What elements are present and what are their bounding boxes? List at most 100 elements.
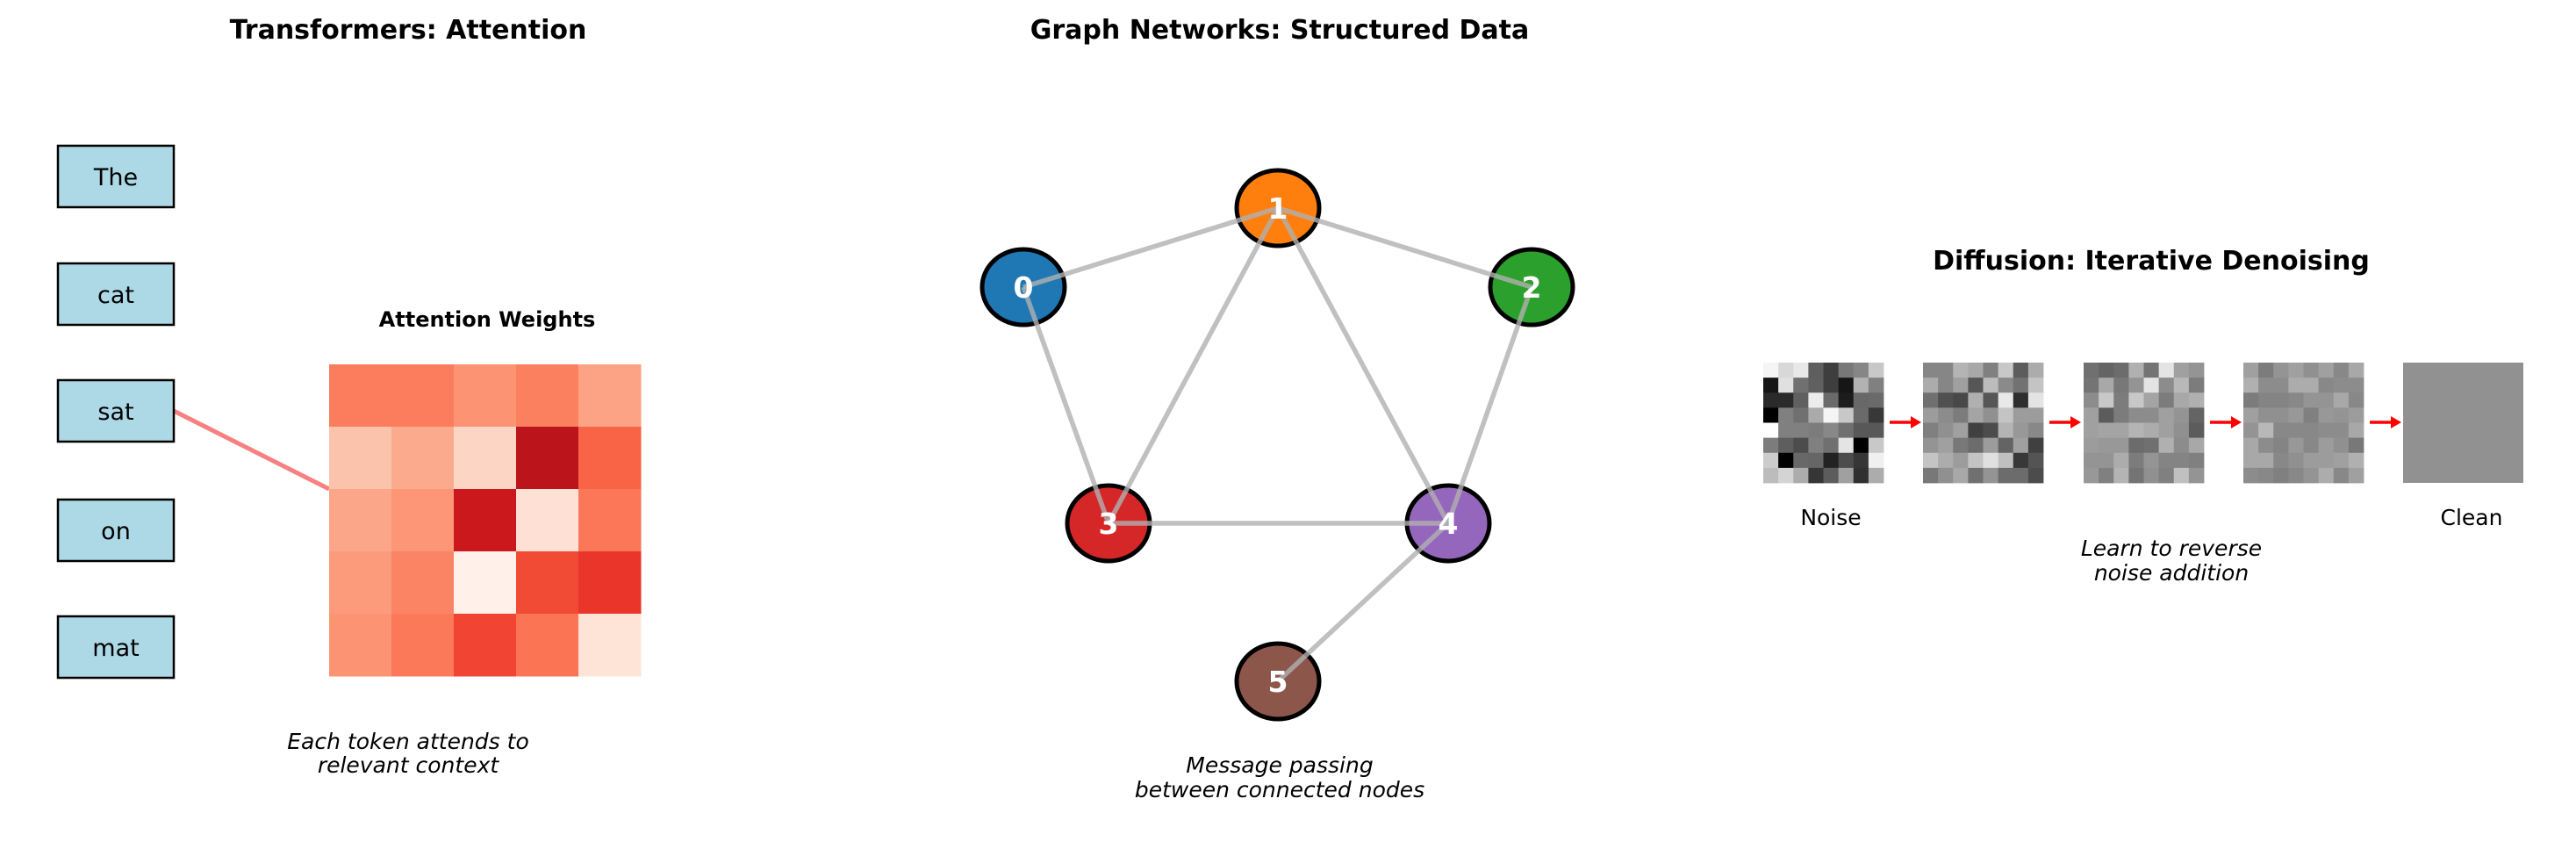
token-box: The bbox=[56, 144, 176, 209]
noise-pixel bbox=[2303, 467, 2320, 484]
noise-pixel bbox=[2084, 422, 2099, 439]
noise-pixel bbox=[2333, 452, 2350, 469]
noise-pixel bbox=[2113, 378, 2129, 393]
noise-pixel bbox=[1968, 452, 1984, 469]
noise-pixel bbox=[2243, 422, 2259, 439]
noise-pixel bbox=[2084, 378, 2099, 393]
noise-pixel bbox=[1938, 422, 1954, 439]
noise-pixel bbox=[1838, 422, 1855, 439]
noise-pixel bbox=[2113, 437, 2129, 454]
heatmap-cell bbox=[454, 614, 517, 677]
graph-edge bbox=[1021, 286, 1111, 524]
graph-edges bbox=[1021, 205, 1534, 684]
noise-pixel bbox=[1983, 452, 1999, 469]
noise-pixel bbox=[2288, 452, 2304, 469]
heatmap-cell bbox=[329, 614, 392, 677]
noise-pixel bbox=[1838, 437, 1855, 454]
noise-pixel bbox=[2143, 437, 2160, 454]
graph-edge bbox=[1023, 205, 1279, 290]
noise-pixel bbox=[2243, 437, 2259, 454]
noise-pixel bbox=[1778, 392, 1794, 408]
noise-pixel bbox=[1823, 363, 1840, 378]
noise-pixel bbox=[1778, 422, 1794, 439]
noise-pixel bbox=[1938, 437, 1954, 454]
noise-pixel bbox=[2318, 452, 2335, 469]
noise-pixel bbox=[2303, 392, 2320, 408]
noise-pixel bbox=[1838, 452, 1855, 469]
heatmap-cell bbox=[391, 551, 455, 615]
clean-image bbox=[2403, 363, 2523, 483]
noise-pixel bbox=[1923, 392, 1939, 408]
token-label: mat bbox=[92, 635, 139, 662]
noise-pixel bbox=[2258, 392, 2274, 408]
heatmap-cell bbox=[516, 427, 579, 490]
noise-pixel bbox=[1838, 407, 1855, 423]
noise-pixel bbox=[2027, 437, 2044, 454]
noise-pixel bbox=[1823, 392, 1840, 408]
token-box: mat bbox=[56, 615, 176, 680]
noise-pixel bbox=[2099, 407, 2114, 423]
noise-pixel bbox=[1853, 452, 1869, 469]
noise-pixel bbox=[1838, 363, 1855, 378]
noise-pixel bbox=[2303, 452, 2320, 469]
graph-caption-line1: Message passing bbox=[1186, 752, 1373, 778]
noise-pixel bbox=[2143, 467, 2160, 484]
graph-nodes bbox=[979, 168, 1575, 722]
noise-pixel bbox=[2348, 407, 2364, 423]
noise-pixel bbox=[2273, 363, 2289, 378]
noise-pixel bbox=[1998, 378, 2014, 393]
noise-pixel bbox=[2273, 407, 2289, 423]
noise-pixel bbox=[1763, 407, 1779, 423]
noise-pixel bbox=[2243, 452, 2259, 469]
noise-pixel bbox=[2013, 422, 2029, 439]
noise-pixel bbox=[1953, 363, 1969, 378]
noise-pixel bbox=[1968, 392, 1984, 408]
heatmap-cell bbox=[454, 364, 517, 428]
noise-pixel bbox=[2318, 437, 2335, 454]
noise-pixel bbox=[2258, 452, 2274, 469]
noise-pixel bbox=[1793, 363, 1809, 378]
noise-pixel bbox=[1998, 392, 2014, 408]
heatmap-cell bbox=[329, 551, 392, 615]
noise-pixel bbox=[2318, 363, 2335, 378]
noise-pixel bbox=[1983, 467, 1999, 484]
noise-pixel bbox=[1763, 422, 1779, 439]
noise-pixel bbox=[2158, 422, 2175, 439]
noise-pixel bbox=[1983, 363, 1999, 378]
attention-link-line bbox=[172, 408, 331, 492]
arrow-right-icon bbox=[2210, 416, 2242, 428]
noise-pixel bbox=[1793, 467, 1809, 484]
noise-pixel bbox=[1968, 467, 1984, 484]
noise-pixel bbox=[1938, 392, 1954, 408]
noise-pixel bbox=[1778, 378, 1794, 393]
noise-pixel bbox=[2099, 363, 2114, 378]
noise-pixel bbox=[1793, 422, 1809, 439]
noise-pixel bbox=[2158, 437, 2175, 454]
noise-pixel bbox=[2243, 392, 2259, 408]
diffusion-step-image bbox=[2243, 363, 2364, 484]
noise-pixel bbox=[1838, 392, 1855, 408]
noise-pixel bbox=[2013, 363, 2029, 378]
noise-pixel bbox=[1763, 437, 1779, 454]
noise-pixel bbox=[1938, 407, 1954, 423]
token-label: sat bbox=[97, 399, 133, 426]
transformer-title: Transformers: Attention bbox=[230, 15, 587, 46]
graph-node-label: 1 bbox=[1268, 191, 1288, 226]
noise-pixel bbox=[2188, 452, 2205, 469]
noise-pixel bbox=[1823, 378, 1840, 393]
graph-node-label: 0 bbox=[1014, 270, 1034, 305]
token-box-rect bbox=[56, 615, 176, 680]
noise-pixel bbox=[1983, 422, 1999, 439]
noise-pixel bbox=[2173, 452, 2190, 469]
noise-pixel bbox=[2303, 422, 2320, 439]
noise-pixel bbox=[1808, 378, 1824, 393]
noise-pixel bbox=[1923, 452, 1939, 469]
token-label: The bbox=[93, 164, 138, 191]
noise-pixel bbox=[2158, 452, 2175, 469]
noise-pixel bbox=[2258, 437, 2274, 454]
noise-pixel bbox=[2143, 392, 2160, 408]
noise-pixel bbox=[1778, 407, 1794, 423]
noise-pixel bbox=[2099, 392, 2114, 408]
noise-pixel bbox=[2288, 407, 2304, 423]
